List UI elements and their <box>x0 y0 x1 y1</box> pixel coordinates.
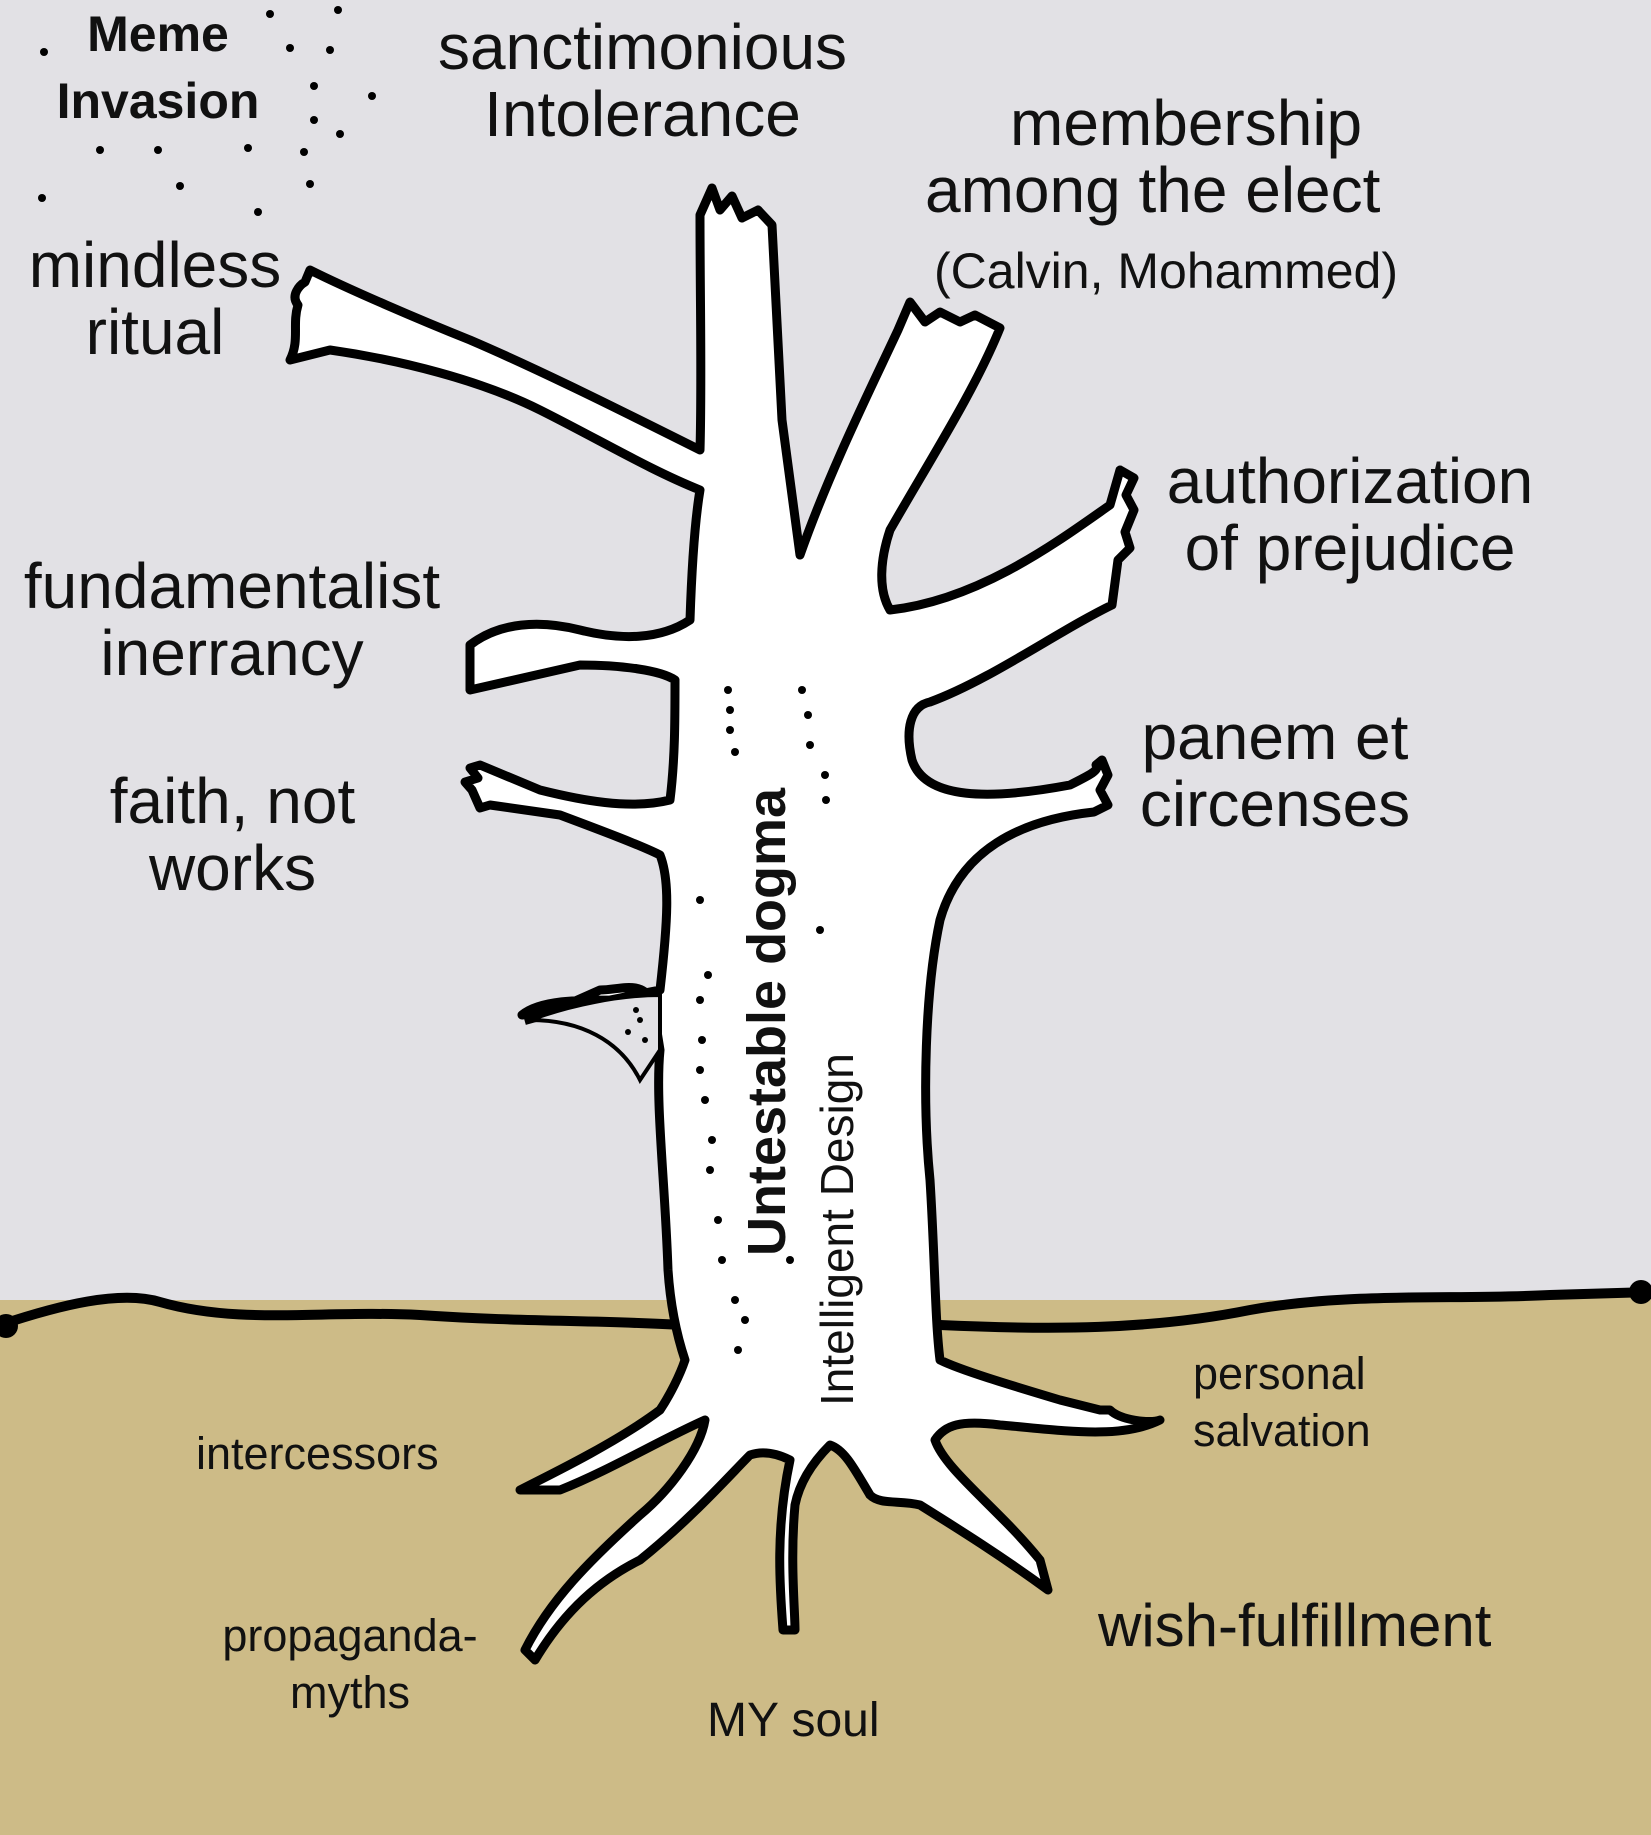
intercessors-label: intercessors <box>196 1428 439 1479</box>
meme-invasion-label: Meme Invasion <box>38 8 278 127</box>
sanctimonious-line-2: Intolerance <box>484 78 801 151</box>
faith-not-works-label: faith, not works <box>70 765 395 905</box>
meme-invasion-dots <box>38 6 376 216</box>
ground-line-left-dot <box>0 1314 18 1338</box>
fundamentalist-line-2: inerrancy <box>100 617 364 690</box>
untestable-dogma-label: Untestable dogma <box>737 787 797 1256</box>
membership-line-1: membership <box>1010 87 1363 159</box>
mindless-line-1: mindless <box>28 229 282 301</box>
propaganda-myths-label: propaganda- myths <box>190 1612 510 1717</box>
propaganda-line-2: myths <box>289 1667 410 1719</box>
my-soul-label: MY soul <box>707 1694 880 1747</box>
personal-salvation-line-2: salvation <box>1193 1405 1371 1457</box>
knothole-body <box>529 992 662 1084</box>
wish-fulfillment-label: wish-fulfillment <box>1098 1592 1492 1659</box>
intelligent-design-label: Intelligent Design <box>811 1053 863 1406</box>
authorization-prejudice-label: authorization of prejudice <box>1160 445 1540 585</box>
mindless-line-2: ritual <box>85 296 225 369</box>
personal-salvation-label: personal salvation <box>1193 1350 1371 1455</box>
membership-note: (Calvin, Mohammed) <box>934 243 1399 299</box>
membership-line-2: among the elect <box>925 154 1381 227</box>
ground-line-right-dot <box>1629 1280 1651 1304</box>
membership-elect-label: membership among the elect <box>925 87 1381 227</box>
mindless-ritual-label: mindless ritual <box>10 229 300 369</box>
faith-line-2: works <box>148 832 317 905</box>
panem-circenses-label: panem et circenses <box>1120 701 1430 841</box>
ground-line-stroke <box>0 1287 1651 1333</box>
bark-dots <box>696 686 830 1354</box>
personal-salvation-line-1: personal <box>1193 1348 1366 1399</box>
meme-invasion-line-1: Meme <box>87 6 229 62</box>
ground-line <box>0 1292 1651 1340</box>
fundamentalist-line-1: fundamentalist <box>23 550 441 622</box>
panem-line-2: circenses <box>1139 768 1411 841</box>
sanctimonious-line-1: sanctimonious <box>437 11 848 83</box>
fundamentalist-inerrancy-label: fundamentalist inerrancy <box>12 550 452 690</box>
authorization-line-1: authorization <box>1166 445 1534 517</box>
meme-invasion-line-2: Invasion <box>56 72 260 129</box>
propaganda-line-1: propaganda- <box>222 1610 478 1661</box>
sanctimonious-intolerance-label: sanctimonious Intolerance <box>400 11 885 151</box>
faith-line-1: faith, not <box>109 765 356 837</box>
authorization-line-2: of prejudice <box>1184 512 1516 585</box>
tree-trunk <box>285 183 1165 1665</box>
panem-line-1: panem et <box>1141 701 1409 773</box>
